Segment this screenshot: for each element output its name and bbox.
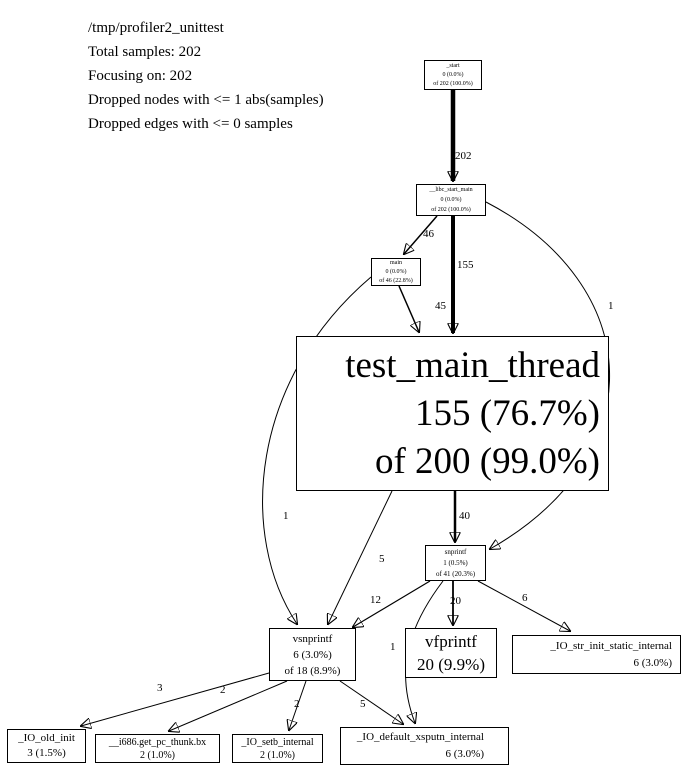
node-main-total: of 46 (22.8%) [379, 277, 413, 284]
edge-label-tmt-vsnprintf: 5 [379, 553, 385, 565]
node-main-name: main [390, 259, 402, 266]
node-i686-name: __i686.get_pc_thunk.bx [108, 736, 207, 748]
edge-libc-snprintf [485, 201, 610, 549]
edge-label-vsnprintf-i686: 2 [220, 684, 226, 696]
node-io-setb-internal: _IO_setb_internal 2 (1.0%) [232, 734, 323, 763]
node-start-name: _start [446, 62, 460, 69]
edge-label-vsnprintf-iosetb: 2 [294, 698, 300, 710]
node-vsnprintf-total: of 18 (8.9%) [284, 664, 341, 677]
edge-label-vsnprintf-xsputn: 5 [360, 698, 366, 710]
node-ioxsputn-self: 6 (3.0%) [445, 748, 485, 760]
total-samples: Total samples: 202 [88, 44, 202, 60]
node-ioxsputn-name: _IO_default_xsputn_internal [356, 731, 484, 743]
edge-tmt-vsnprintf [328, 490, 393, 624]
node-vfprintf-self: 20 (9.9%) [417, 655, 485, 674]
node-iostr-name: _IO_str_init_static_internal [550, 639, 672, 652]
node-iostr-self: 6 (3.0%) [633, 656, 673, 669]
node-iosetb-name: _IO_setb_internal [241, 736, 314, 748]
edge-main-vsnprintf [262, 276, 372, 624]
node-snprintf: snprintf 1 (0.5%) of 41 (20.3%) [425, 545, 486, 581]
edge-label-start-libc: 202 [455, 150, 472, 162]
edge-vsnprintf-ioold [81, 672, 270, 726]
edge-label-main-vsnprintf: 1 [283, 510, 289, 522]
node-io-old-init: _IO_old_init 3 (1.5%) [7, 729, 86, 763]
node-io-str-init-static-internal: _IO_str_init_static_internal 6 (3.0%) [512, 635, 681, 674]
node-tmt-total: of 200 (99.0%) [374, 440, 600, 482]
profile-path: /tmp/profiler2_unittest [88, 20, 224, 36]
edge-label-vsnprintf-ioold: 3 [157, 682, 163, 694]
edge-label-snprintf-iostr: 6 [522, 592, 528, 604]
node-i686-get-pc-thunk: __i686.get_pc_thunk.bx 2 (1.0%) [95, 734, 220, 763]
node-vsnprintf-name: vsnprintf [292, 632, 333, 645]
node-libc-self: 0 (0.0%) [440, 197, 462, 203]
node-vfprintf: vfprintf 20 (9.9%) [405, 628, 497, 678]
node-vsnprintf: vsnprintf 6 (3.0%) of 18 (8.9%) [269, 628, 356, 681]
edge-label-main-tmt: 45 [435, 300, 446, 312]
node-snprintf-self: 1 (0.5%) [443, 558, 468, 567]
edge-label-snprintf-xsputn: 1 [390, 641, 396, 653]
node-libc-total: of 202 (100.0%) [431, 207, 471, 213]
node-i686-self: 2 (1.0%) [140, 749, 175, 761]
edge-main-tmt [398, 285, 419, 332]
edge-label-libc-tmt: 155 [457, 259, 474, 271]
node-vsnprintf-self: 6 (3.0%) [293, 648, 332, 661]
dropped-edges-note: Dropped edges with <= 0 samples [88, 116, 293, 132]
edge-vsnprintf-iosetb [289, 680, 307, 730]
edge-label-libc-main: 46 [423, 228, 434, 240]
edge-libc-main [404, 215, 438, 254]
dropped-nodes-note: Dropped nodes with <= 1 abs(samples) [88, 92, 324, 108]
node-libc-name: __libc_start_main [429, 187, 473, 193]
node-ioold-name: _IO_old_init [18, 732, 75, 744]
edge-vsnprintf-xsputn [339, 680, 403, 724]
edge-snprintf-vsnprintf [353, 580, 431, 627]
node-start-total: of 202 (100.0%) [433, 80, 473, 87]
edge-label-snprintf-vfprintf: 20 [450, 595, 461, 607]
edge-label-tmt-snprintf: 40 [459, 510, 470, 522]
node-test-main-thread: test_main_thread 155 (76.7%) of 200 (99.… [296, 336, 609, 491]
node-snprintf-name: snprintf [444, 547, 467, 556]
profile-header: /tmp/profiler2_unittest Total samples: 2… [88, 16, 324, 136]
node-ioold-self: 3 (1.5%) [27, 747, 66, 759]
edge-vsnprintf-i686 [169, 680, 288, 731]
node-io-default-xsputn-internal: _IO_default_xsputn_internal 6 (3.0%) [340, 727, 509, 765]
node-vfprintf-name: vfprintf [425, 632, 477, 651]
focusing-on: Focusing on: 202 [88, 68, 193, 84]
node-libc-start-main: __libc_start_main 0 (0.0%) of 202 (100.0… [416, 184, 486, 216]
node-start-self: 0 (0.0%) [442, 71, 464, 78]
node-snprintf-total: of 41 (20.3%) [435, 569, 476, 578]
node-tmt-self: 155 (76.7%) [415, 392, 600, 434]
node-start: _start 0 (0.0%) of 202 (100.0%) [424, 60, 482, 90]
edge-label-libc-snprintf: 1 [608, 300, 614, 312]
edge-snprintf-iostr [477, 580, 570, 631]
edge-label-snprintf-vsnprintf: 12 [370, 594, 381, 606]
node-main: main 0 (0.0%) of 46 (22.8%) [371, 258, 421, 286]
node-main-self: 0 (0.0%) [385, 268, 407, 275]
node-iosetb-self: 2 (1.0%) [260, 749, 295, 761]
node-tmt-name: test_main_thread [345, 344, 600, 386]
